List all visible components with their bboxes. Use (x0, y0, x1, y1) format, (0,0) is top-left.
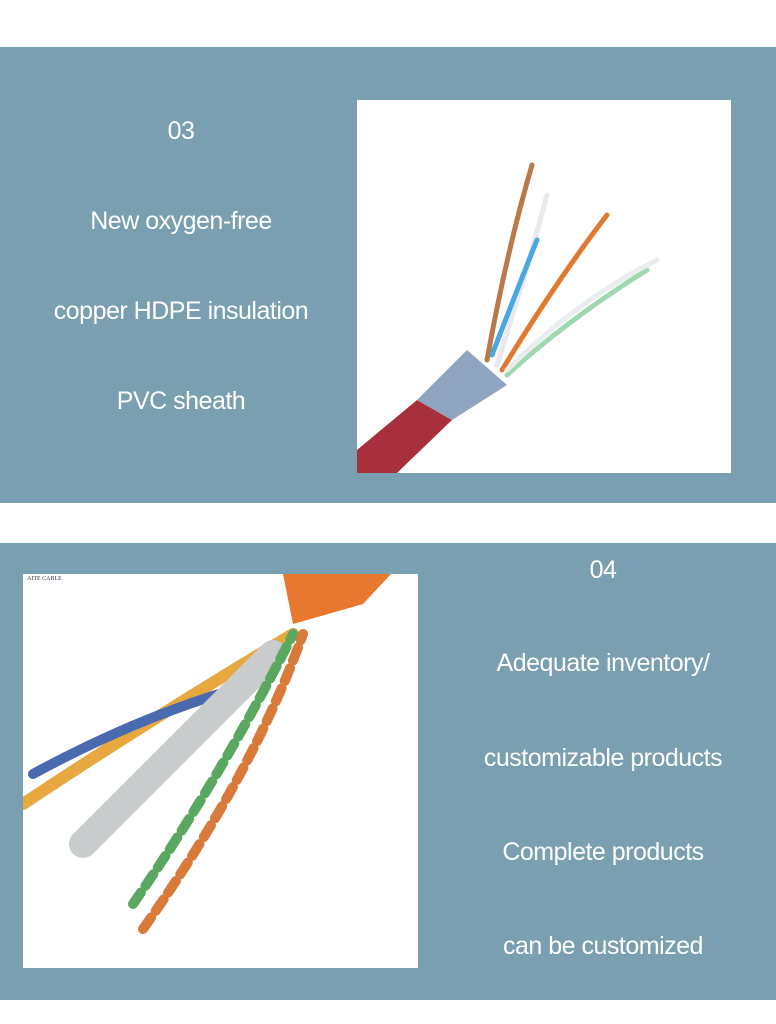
feature-line: PVC sheath (116, 387, 246, 415)
feature-line: Adequate inventory/ (496, 649, 710, 677)
feature-line: customizable products (483, 744, 723, 772)
feature-line: New oxygen-free (90, 207, 272, 235)
cable-photo-red (357, 100, 731, 473)
section-number: 04 (589, 556, 617, 584)
feature-band-04: AITE CABLE 04 Adequate inventory/ custom… (0, 543, 776, 1000)
feature-line: Complete products (502, 838, 704, 866)
feature-line: can be customized (503, 932, 703, 960)
cable-photo-orange: AITE CABLE (23, 574, 418, 968)
section-number: 03 (167, 117, 195, 145)
brand-logo: AITE CABLE (27, 576, 62, 582)
feature-line: copper HDPE insulation (53, 297, 309, 325)
feature-band-03: 03 New oxygen-free copper HDPE insulatio… (0, 47, 776, 503)
